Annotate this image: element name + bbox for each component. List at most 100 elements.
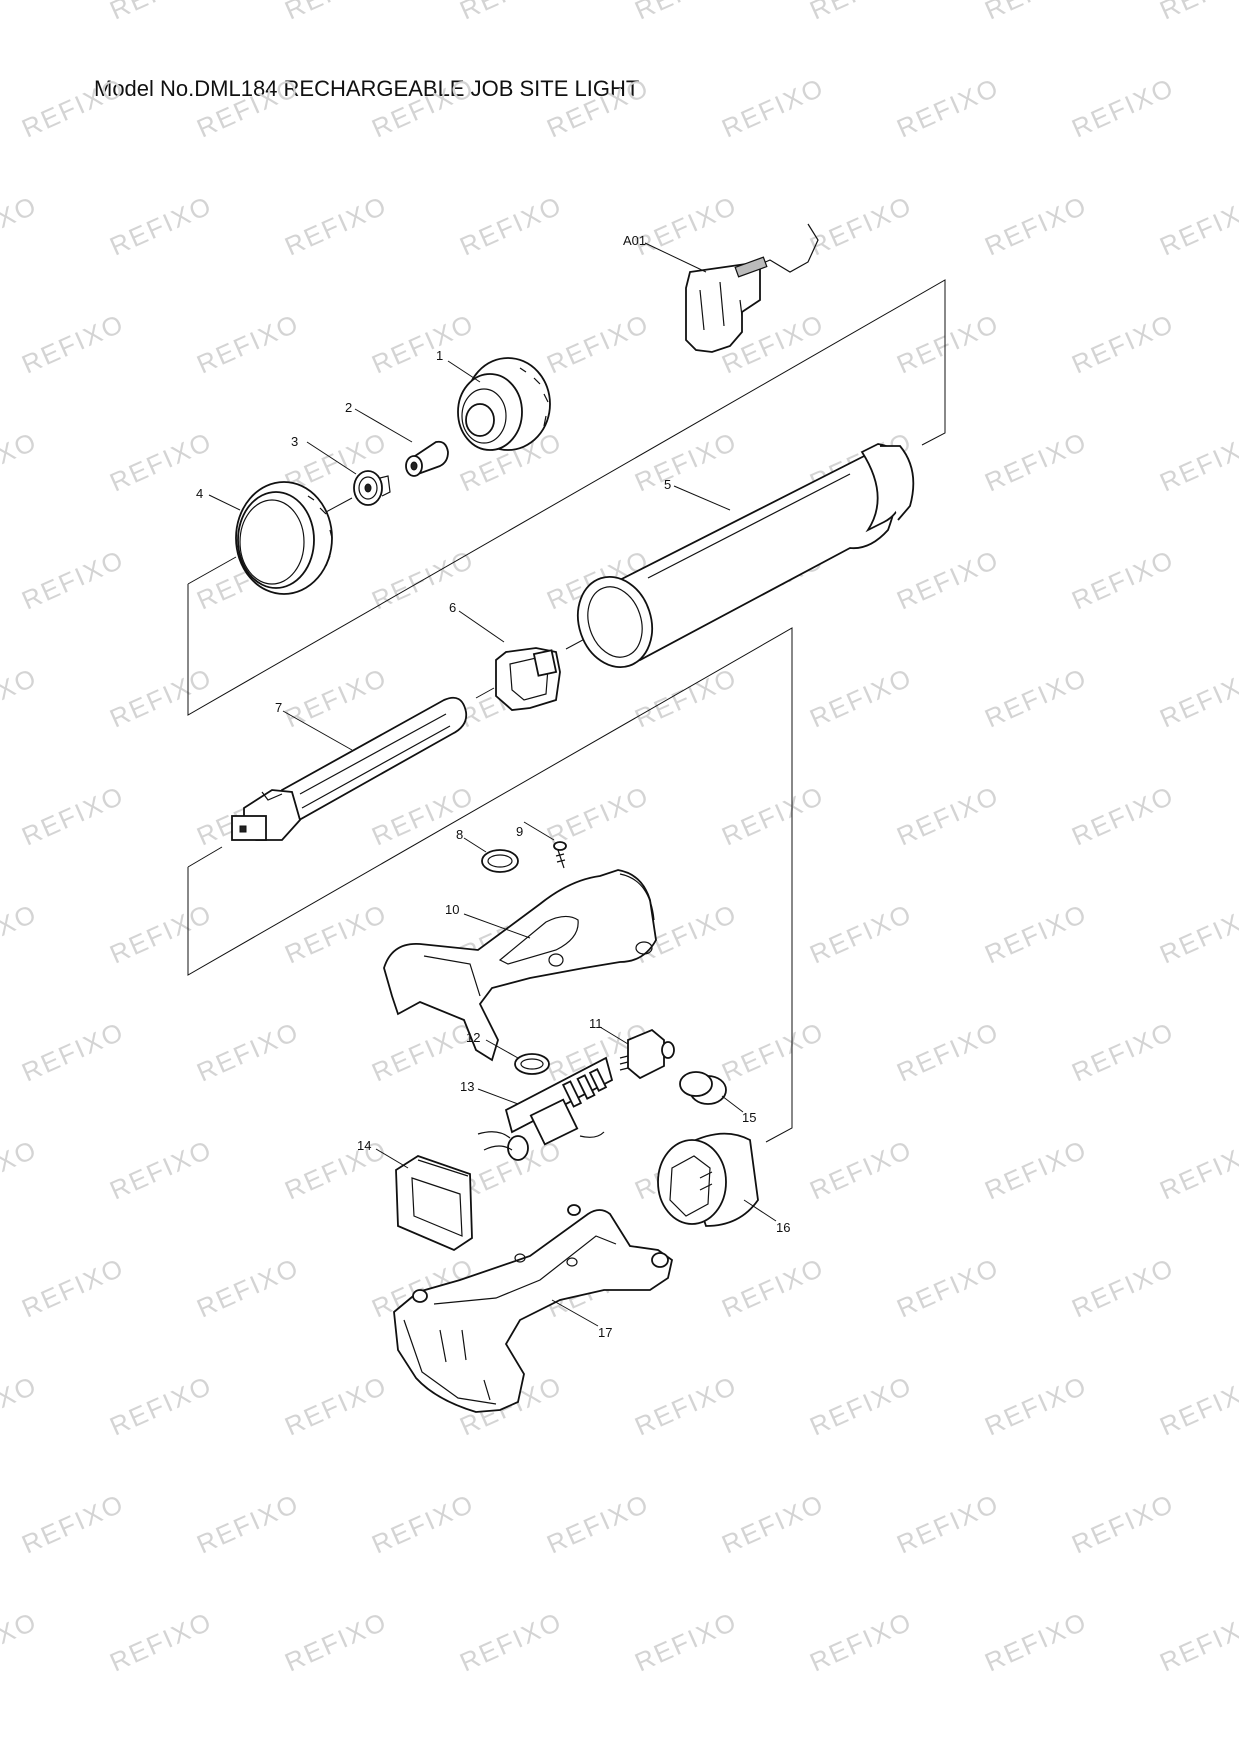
watermark-text: REFIXO bbox=[1155, 426, 1239, 498]
watermark-text: REFIXO bbox=[980, 0, 1092, 25]
watermark-text: REFIXO bbox=[542, 72, 654, 144]
watermark-text: REFIXO bbox=[805, 0, 917, 25]
watermark-text: REFIXO bbox=[630, 1370, 742, 1442]
watermark-text: REFIXO bbox=[280, 662, 392, 734]
watermark-text: REFIXO bbox=[105, 662, 217, 734]
watermark-text: REFIXO bbox=[192, 1488, 304, 1560]
part-label-15: 15 bbox=[742, 1110, 756, 1125]
part-17-lower-housing bbox=[393, 1204, 674, 1413]
watermark-text: REFIXO bbox=[17, 780, 129, 852]
watermark-text: REFIXO bbox=[105, 0, 217, 25]
page-title: Model No.DML184 RECHARGEABLE JOB SITE LI… bbox=[94, 76, 640, 101]
part-1-ring-nut bbox=[457, 357, 551, 451]
watermark-text: REFIXO bbox=[1155, 190, 1239, 262]
watermark-text: REFIXO bbox=[367, 1016, 479, 1088]
watermark-text: REFIXO bbox=[892, 780, 1004, 852]
boundary-upper bbox=[187, 279, 946, 716]
part-13-circuit-board bbox=[477, 1056, 614, 1161]
watermark-text: REFIXO bbox=[280, 1134, 392, 1206]
part-label-14: 14 bbox=[357, 1138, 371, 1153]
part-label-10: 10 bbox=[445, 902, 459, 917]
watermark-text: REFIXO bbox=[17, 1252, 129, 1324]
watermark-text: REFIXO bbox=[980, 1606, 1092, 1678]
watermark-text: REFIXO bbox=[805, 190, 917, 262]
watermark-text: REFIXO bbox=[805, 1134, 917, 1206]
watermark-text: REFIXO bbox=[980, 662, 1092, 734]
watermark-text: REFIXO bbox=[542, 1488, 654, 1560]
watermark-text: REFIXO bbox=[1067, 780, 1179, 852]
watermark-text: REFIXO bbox=[280, 0, 392, 25]
watermark-text: REFIXO bbox=[1067, 544, 1179, 616]
watermark-text: REFIXO bbox=[455, 1606, 567, 1678]
watermark-text: REFIXO bbox=[1067, 1016, 1179, 1088]
watermark-text: REFIXO bbox=[892, 1488, 1004, 1560]
part-10-upper-handle bbox=[383, 869, 657, 1062]
watermark-text: REFIXO bbox=[805, 1370, 917, 1442]
part-a01-clip bbox=[685, 223, 819, 353]
watermark-text: REFIXO bbox=[1155, 0, 1239, 25]
part-4-front-ring bbox=[235, 481, 333, 595]
watermark-text: REFIXO bbox=[892, 1016, 1004, 1088]
part-3-washer bbox=[353, 470, 391, 506]
watermark-text: REFIXO bbox=[1155, 898, 1239, 970]
part-9-screw bbox=[553, 841, 567, 869]
part-label-16: 16 bbox=[776, 1220, 790, 1235]
watermark-text: REFIXO bbox=[717, 1016, 829, 1088]
part-2-pin bbox=[405, 440, 449, 477]
part-label-13: 13 bbox=[460, 1079, 474, 1094]
watermark-text: REFIXO bbox=[105, 1370, 217, 1442]
watermark-text: REFIXO bbox=[0, 1370, 42, 1442]
watermark-text: REFIXO bbox=[367, 308, 479, 380]
watermark-text: REFIXO bbox=[980, 426, 1092, 498]
part-label-4: 4 bbox=[196, 486, 203, 501]
watermark-text: REFIXO bbox=[717, 72, 829, 144]
watermark-text: REFIXO bbox=[455, 0, 567, 25]
axis-segment-a bbox=[325, 497, 353, 513]
watermark-text: REFIXO bbox=[630, 0, 742, 25]
watermark-text: REFIXO bbox=[105, 1134, 217, 1206]
watermark-text: REFIXO bbox=[0, 190, 42, 262]
watermark-text: REFIXO bbox=[1155, 1370, 1239, 1442]
watermark-text: REFIXO bbox=[192, 1016, 304, 1088]
watermark-text: REFIXO bbox=[280, 190, 392, 262]
watermark-text: REFIXO bbox=[0, 426, 42, 498]
part-number-labels: A01 1 2 3 4 5 6 7 8 9 10 11 12 13 14 15 … bbox=[196, 233, 790, 1340]
watermark-text: REFIXO bbox=[892, 1252, 1004, 1324]
part-12-clamp-ring bbox=[514, 1053, 550, 1075]
watermark-text: REFIXO bbox=[0, 1134, 42, 1206]
part-label-1: 1 bbox=[436, 348, 443, 363]
watermark-text: REFIXO bbox=[630, 1606, 742, 1678]
part-5-tube-lens bbox=[577, 443, 915, 669]
watermark-text: REFIXO bbox=[455, 190, 567, 262]
watermark-text: REFIXO bbox=[805, 1606, 917, 1678]
watermark-text: REFIXO bbox=[17, 1488, 129, 1560]
watermark-text: REFIXO bbox=[630, 426, 742, 498]
watermark-layer: REFIXO REFIXO REFIXO REFIXO REFIXO REFIXO REFI… bbox=[0, 0, 1239, 1677]
watermark-text: REFIXO bbox=[542, 308, 654, 380]
part-label-3: 3 bbox=[291, 434, 298, 449]
watermark-text: REFIXO bbox=[1067, 72, 1179, 144]
watermark-text: REFIXO bbox=[630, 190, 742, 262]
watermark-text: REFIXO bbox=[0, 662, 42, 734]
watermark-text: REFIXO bbox=[105, 898, 217, 970]
boundary-lower-left-tick bbox=[187, 846, 223, 868]
watermark-text: REFIXO bbox=[17, 72, 129, 144]
watermark-text: REFIXO bbox=[105, 1606, 217, 1678]
watermark-text: REFIXO bbox=[1155, 662, 1239, 734]
part-label-7: 7 bbox=[275, 700, 282, 715]
watermark-text: REFIXO bbox=[542, 780, 654, 852]
part-label-11: 11 bbox=[589, 1016, 603, 1031]
part-label-9: 9 bbox=[516, 824, 523, 839]
watermark-text: REFIXO bbox=[1067, 1252, 1179, 1324]
assembly-boundary-lines bbox=[187, 279, 946, 1143]
watermark-text: REFIXO bbox=[192, 1252, 304, 1324]
watermark-text: REFIXO bbox=[367, 1488, 479, 1560]
watermark-text: REFIXO bbox=[17, 308, 129, 380]
part-label-8: 8 bbox=[456, 827, 463, 842]
watermark-text: REFIXO bbox=[17, 544, 129, 616]
watermark-text: REFIXO bbox=[805, 898, 917, 970]
watermark-text: REFIXO bbox=[980, 1370, 1092, 1442]
watermark-text: REFIXO bbox=[1155, 1606, 1239, 1678]
part-label-17: 17 bbox=[598, 1325, 612, 1340]
watermark-text: REFIXO bbox=[980, 190, 1092, 262]
